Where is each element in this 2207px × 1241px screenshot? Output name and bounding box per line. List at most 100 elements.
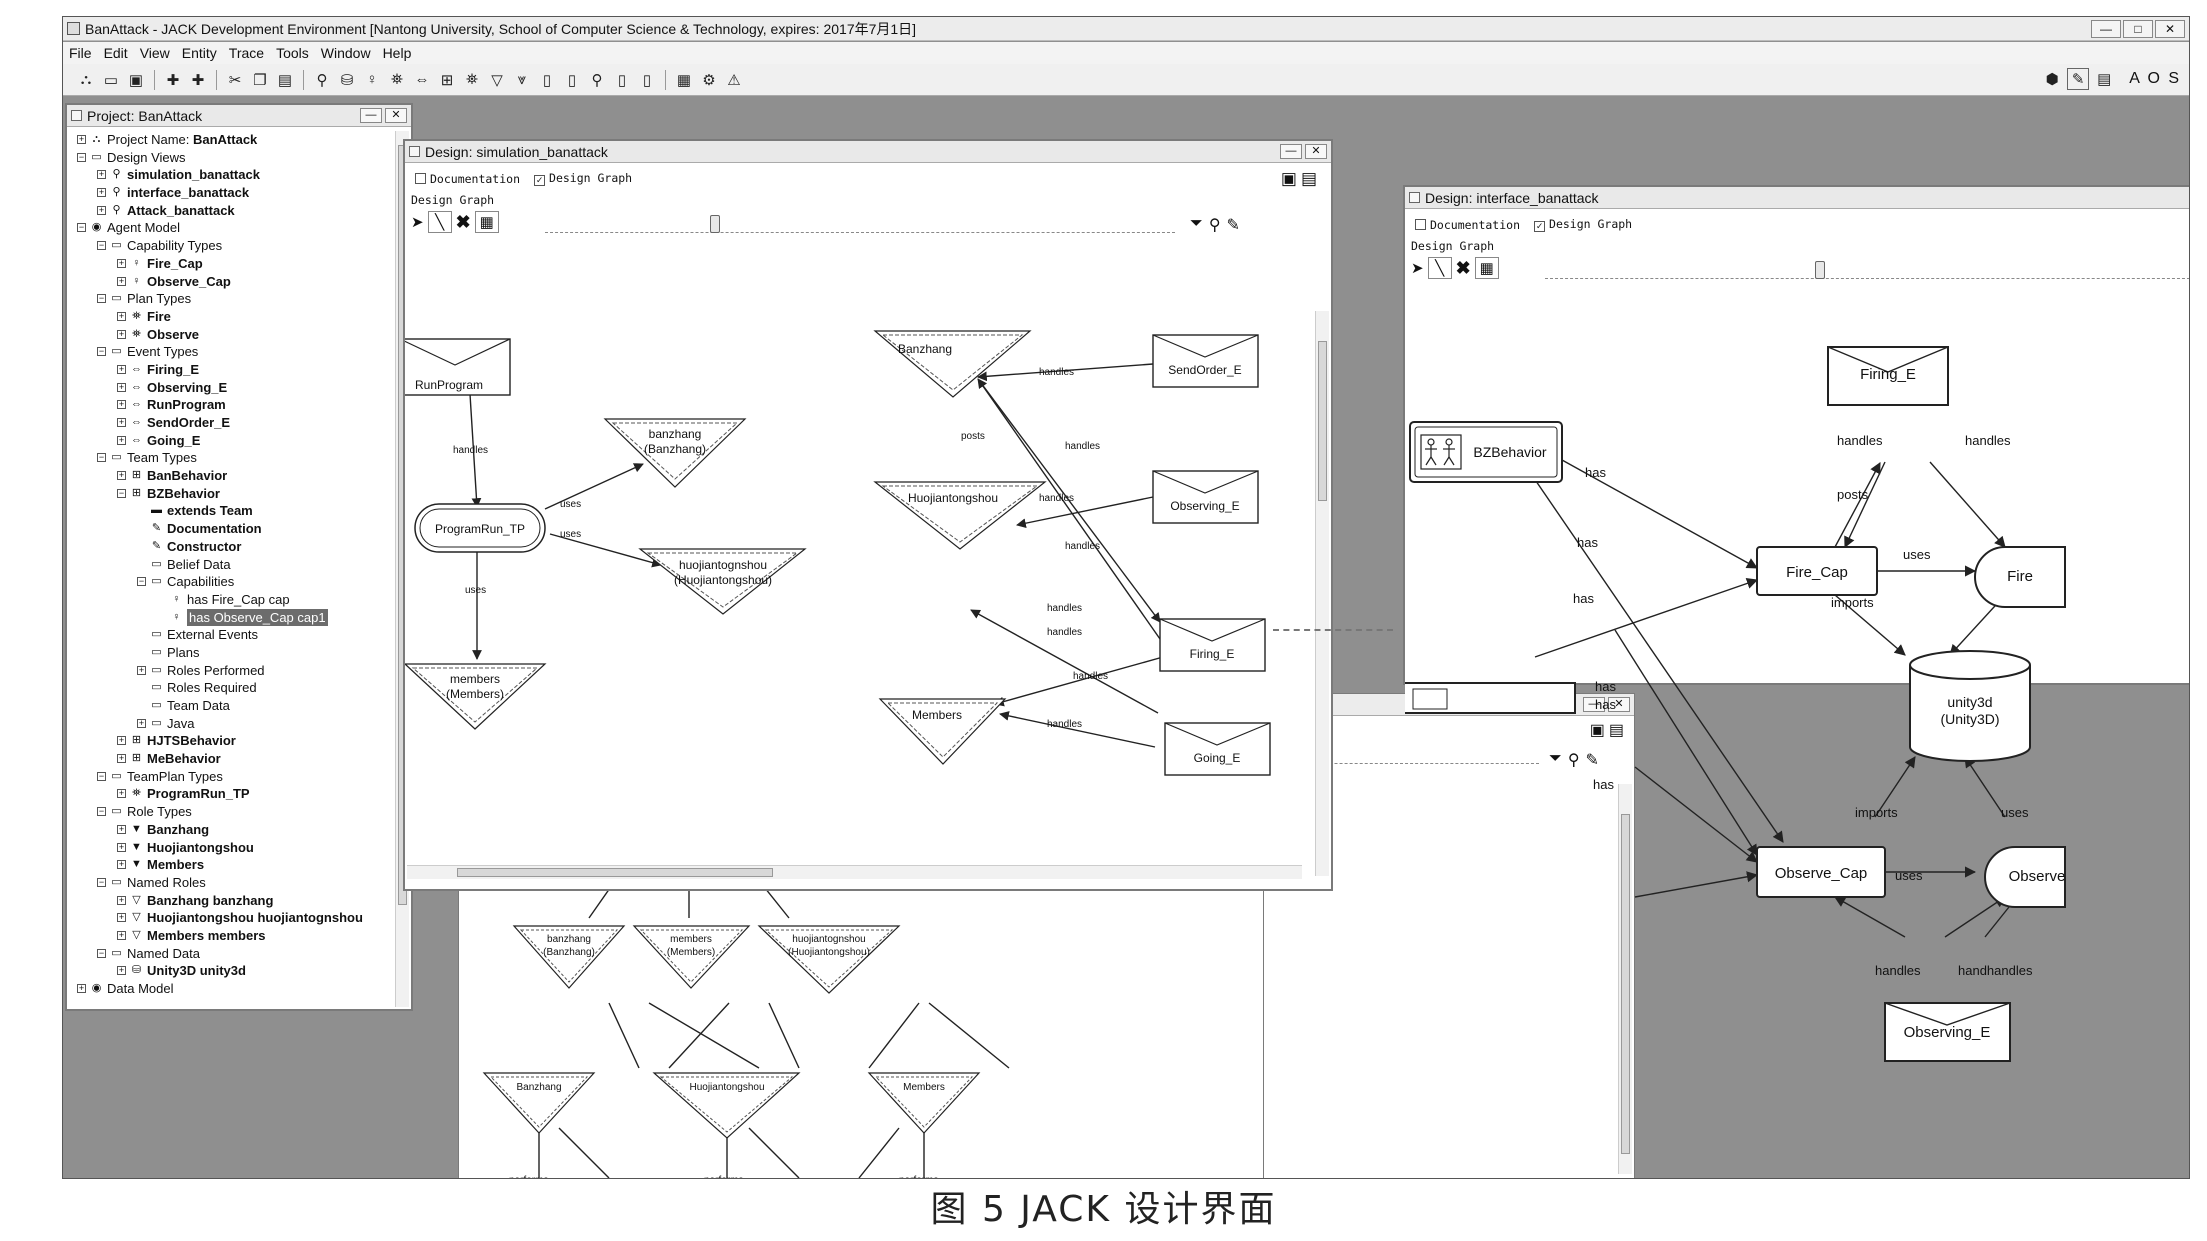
menu-edit[interactable]: Edit (103, 45, 128, 61)
expand-icon[interactable]: + (117, 753, 126, 764)
export-icon[interactable]: ▣ (1589, 722, 1605, 739)
cut-icon[interactable]: ✂ (228, 71, 242, 89)
layout-tool-icon[interactable]: ▦ (474, 211, 499, 233)
tree-item[interactable]: +⛯Fire (71, 308, 391, 326)
tree-item[interactable]: +⚲Attack_banattack (71, 202, 391, 220)
tree-item[interactable]: +▽Members members (71, 927, 391, 945)
edit-icon[interactable]: ✎ (2067, 68, 2090, 90)
tree-item[interactable]: −⊞BZBehavior (71, 485, 391, 503)
sim-horizontal-scrollbar[interactable] (407, 865, 1302, 879)
layout-icon[interactable]: ⚲ (1208, 217, 1221, 234)
expand-icon[interactable]: + (117, 399, 126, 410)
expand-icon[interactable]: + (117, 841, 126, 852)
tree-item[interactable]: +⚲simulation_banattack (71, 166, 391, 184)
build-icon[interactable]: ▦ (676, 71, 692, 89)
event-icon[interactable]: ⇔ (414, 71, 430, 88)
tree-item[interactable]: ▭External Events (71, 626, 391, 644)
tree-item[interactable]: ✎Documentation (71, 520, 391, 538)
expand-icon[interactable]: + (117, 434, 126, 445)
panel-close-button[interactable]: ✕ (1305, 144, 1327, 159)
hierarchy-icon[interactable]: ⛬ (80, 71, 92, 88)
page-icon[interactable]: ▯ (642, 71, 652, 89)
tree-item[interactable]: −▭Event Types (71, 343, 391, 361)
sim-hscroll-thumb[interactable] (457, 868, 773, 877)
expand-icon[interactable]: + (77, 134, 86, 144)
expand-icon[interactable]: + (117, 328, 126, 339)
documentation-checkbox[interactable]: Documentation (1415, 218, 1520, 232)
panel-minimize-button[interactable]: — (360, 108, 382, 123)
printer-icon[interactable]: ▤ (2097, 71, 2112, 88)
zoom-slider[interactable] (1264, 752, 1539, 764)
expand-icon[interactable]: + (97, 169, 106, 180)
edit-doc-icon[interactable]: ✎ (1226, 217, 1240, 234)
tree-item[interactable]: +⊞BanBehavior (71, 467, 391, 485)
collapse-icon[interactable]: − (97, 293, 106, 304)
expand-icon[interactable]: + (117, 894, 126, 905)
expand-icon[interactable]: + (77, 983, 86, 993)
expand-icon[interactable]: + (117, 310, 126, 321)
menu-window[interactable]: Window (320, 45, 371, 61)
pointer-icon[interactable]: ➤ (1411, 260, 1424, 277)
expand-icon[interactable]: + (117, 912, 126, 923)
expand-icon[interactable]: + (117, 470, 126, 481)
tree-item[interactable]: +⇔SendOrder_E (71, 414, 391, 432)
collapse-icon[interactable]: − (97, 240, 106, 251)
collapse-icon[interactable]: − (97, 346, 106, 357)
expand-icon[interactable]: + (117, 823, 126, 834)
tree-item[interactable]: −▭Team Types (71, 449, 391, 467)
tree-item[interactable]: +⚲interface_banattack (71, 184, 391, 202)
collapse-icon[interactable]: − (97, 806, 106, 817)
named-role-icon[interactable]: ⩔ (517, 71, 527, 88)
zoom-slider-knob[interactable] (1815, 261, 1825, 279)
tree-item[interactable]: −▭Plan Types (71, 290, 391, 308)
print-icon[interactable]: ▤ (1300, 169, 1317, 188)
panel-close-button[interactable]: ✕ (1608, 697, 1630, 712)
tree-item[interactable]: +⇔Going_E (71, 432, 391, 450)
tree-item[interactable]: +▼Members (71, 856, 391, 874)
design-graph-checkbox[interactable]: ✓Design Graph (534, 171, 632, 186)
tree-item[interactable]: +⊞HJTSBehavior (71, 732, 391, 750)
view-icon[interactable]: ▯ (542, 71, 552, 89)
expand-icon[interactable]: + (117, 788, 126, 799)
teamplan-icon[interactable]: ⛯ (465, 71, 478, 88)
menu-trace[interactable]: Trace (228, 45, 265, 61)
tree-item[interactable]: −▭Role Types (71, 803, 391, 821)
settings-icon[interactable]: ⚙ (702, 71, 716, 89)
panel-minimize-button[interactable]: — (1583, 697, 1605, 712)
expand-icon[interactable]: + (97, 187, 106, 198)
zoom-slider[interactable] (545, 215, 1175, 233)
tree-item[interactable]: +▼Banzhang (71, 821, 391, 839)
add-icon[interactable]: ✚ (166, 71, 180, 89)
layout-icon[interactable]: ⚲ (1567, 752, 1580, 769)
sim-vscroll-thumb[interactable] (1318, 341, 1327, 501)
compile-icon[interactable]: ▯ (617, 71, 627, 89)
expand-icon[interactable]: + (117, 275, 126, 286)
expand-icon[interactable]: + (137, 664, 146, 675)
cube-icon[interactable]: ⬢ (2045, 71, 2059, 88)
tree-item[interactable]: ▭Team Data (71, 697, 391, 715)
expand-icon[interactable]: + (117, 257, 126, 268)
role-icon[interactable]: ▽ (491, 71, 503, 89)
tree-item[interactable]: +⇔RunProgram (71, 396, 391, 414)
tree-item[interactable]: −▭Capabilities (71, 573, 391, 591)
link-tool-icon[interactable]: ╲ (427, 211, 452, 233)
tree-item[interactable]: −▭Named Roles (71, 874, 391, 892)
tree-item[interactable]: −◉Agent Model (71, 219, 391, 237)
pointer-icon[interactable]: ➤ (411, 214, 424, 231)
tree-item[interactable]: +⛯Observe (71, 326, 391, 344)
expand-icon[interactable]: + (97, 204, 106, 215)
tree-item[interactable]: ♀has Fire_Cap cap (71, 591, 391, 609)
save-icon[interactable]: ▣ (128, 71, 144, 89)
open-folder-icon[interactable]: ▭ (103, 71, 119, 89)
zoom-slider-knob[interactable] (710, 215, 720, 233)
layout-tool-icon[interactable]: ▦ (1474, 257, 1499, 279)
collapse-icon[interactable]: − (97, 947, 106, 958)
tree-item[interactable]: +▽Banzhang banzhang (71, 892, 391, 910)
tree-item[interactable]: +⛬Project Name: BanAttack (71, 131, 391, 149)
warning-icon[interactable]: ⚠ (727, 71, 741, 89)
expand-icon[interactable]: + (117, 929, 126, 940)
paste-icon[interactable]: ▤ (277, 71, 293, 89)
search-icon[interactable]: ⚲ (591, 71, 603, 89)
maximize-button[interactable]: □ (2123, 20, 2153, 38)
panel-close-button[interactable]: ✕ (385, 108, 407, 123)
